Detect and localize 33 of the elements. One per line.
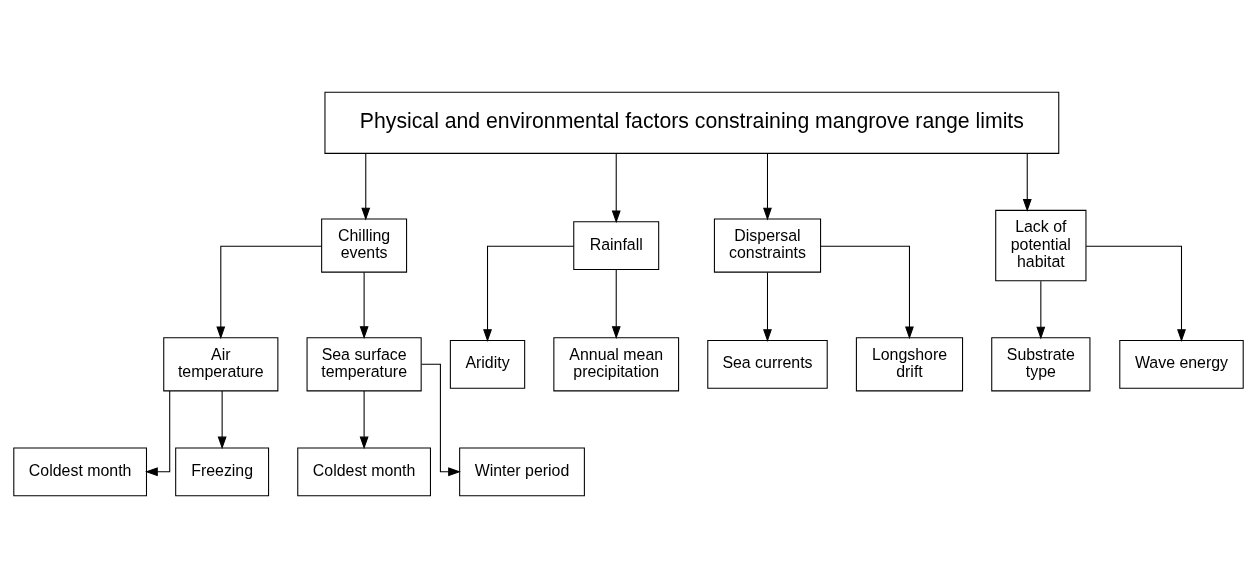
node-box: Sea currents xyxy=(707,339,828,389)
node-box: Aridity xyxy=(449,339,526,389)
node-box: Dispersal constraints xyxy=(713,218,822,273)
arrow xyxy=(1022,152,1032,212)
node-box: Air temperature xyxy=(163,336,279,391)
node-box: Sea surface temperature xyxy=(306,336,422,391)
node-box: Coldest month xyxy=(297,446,431,496)
arrow xyxy=(611,268,621,339)
arrow xyxy=(611,152,621,223)
arrow xyxy=(1036,280,1046,339)
arrow xyxy=(1085,245,1186,342)
arrow xyxy=(483,245,575,342)
arrow xyxy=(763,152,772,220)
arrow xyxy=(361,152,371,220)
node-box: Rainfall xyxy=(573,220,660,270)
node-box: Wave energy xyxy=(1119,339,1244,389)
node-box: Annual mean precipitation xyxy=(553,336,680,391)
arrow xyxy=(421,363,461,476)
arrow xyxy=(763,271,772,342)
node-box: Lack of potential habitat xyxy=(995,209,1087,281)
arrow xyxy=(820,245,914,339)
arrow xyxy=(217,389,227,449)
node-box: Longshore drift xyxy=(855,336,964,391)
node-box: Freezing xyxy=(175,446,270,496)
node-box: Chilling events xyxy=(321,218,408,273)
node-box: Substrate type xyxy=(991,336,1091,391)
arrow xyxy=(145,389,171,476)
node-box: Winter period xyxy=(459,446,585,496)
arrow xyxy=(359,271,369,339)
node-box: Physical and environmental factors constraining mangrove range limits xyxy=(324,91,1060,154)
arrow xyxy=(359,389,369,449)
arrow xyxy=(216,245,323,339)
node-box: Coldest month xyxy=(13,446,148,496)
